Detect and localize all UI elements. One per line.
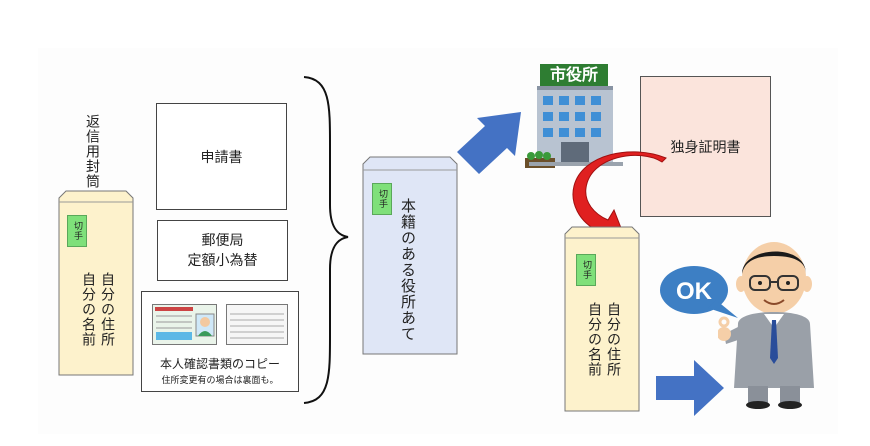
grouping-brace: [303, 76, 349, 404]
certificate-label: 独身証明書: [670, 139, 741, 156]
id-card-front-icon: [152, 304, 217, 345]
id-document-copy: 本人確認書類のコピー 住所変更有の場合は裏面も。: [141, 291, 299, 392]
application-form-label: 申請書: [200, 149, 243, 166]
application-form: 申請書: [156, 103, 287, 210]
return-envelope-label: 返信用封筒: [84, 114, 100, 189]
return-envelope-address: 自分の住所 自分の名前: [80, 272, 115, 347]
id-card-back-icon: [226, 304, 288, 345]
arrow-right-icon: [656, 360, 724, 416]
arrow-right-icon: [457, 112, 521, 174]
stamp-icon: 切手: [372, 183, 392, 215]
city-hall-building-icon: [525, 86, 623, 168]
certificate-document: 独身証明書: [640, 76, 771, 217]
id-copy-note: 住所変更有の場合は裏面も。: [161, 376, 279, 386]
city-hall-sign: 市役所: [540, 64, 608, 86]
businessman-ok-icon: [718, 242, 814, 409]
outgoing-envelope-address: 本籍のある役所あて: [399, 198, 417, 342]
ok-speech-bubble: OK: [660, 266, 738, 318]
returned-envelope-address: 自分の住所 自分の名前: [586, 302, 621, 377]
id-copy-title: 本人確認書類のコピー: [159, 357, 280, 371]
postal-money-order-label: 郵便局 定額小為替: [187, 232, 258, 269]
stamp-icon: 切手: [576, 254, 596, 286]
ok-bubble-text: OK: [676, 278, 713, 305]
postal-money-order: 郵便局 定額小為替: [157, 220, 288, 281]
stamp-icon: 切手: [67, 215, 87, 247]
